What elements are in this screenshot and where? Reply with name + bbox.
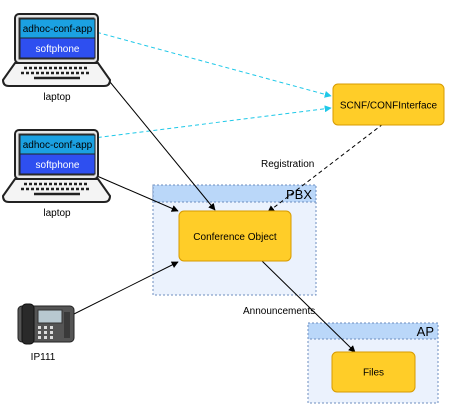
laptop-2: adhoc-conf-app softphone laptop [1,129,112,219]
app2-to-scnf-link [69,105,332,142]
conference-object-node[interactable]: Conference Object [178,210,292,262]
softphone1-to-conference-link [91,59,216,211]
ip111-caption: IP111 [31,352,56,363]
scnf-node[interactable]: SCNF/CONFInterface [332,83,445,126]
laptop-1: adhoc-conf-app softphone laptop [1,13,112,103]
desk-phone-icon [17,303,75,345]
softphone-label-2: softphone [36,160,80,171]
ap-container: AP [307,322,439,404]
softphone2-to-conference-link [96,175,179,212]
announcements-label: Announcements [243,306,315,317]
phone-to-conference-link [69,261,179,317]
softphone-label-1: softphone [36,44,80,55]
conference-to-files-link [261,260,356,353]
files-label: Files [363,368,384,379]
laptop-caption-1: laptop [43,92,71,103]
adhoc-conf-app-label-2: adhoc-conf-app [23,140,93,151]
registration-label: Registration [261,159,314,170]
files-node[interactable]: Files [331,351,416,393]
registration-link [267,123,384,213]
softphone-box-1[interactable] [19,37,96,59]
laptop-caption-2: laptop [43,208,71,219]
app1-to-scnf-link [69,24,332,98]
adhoc-conf-app-label-1: adhoc-conf-app [23,24,93,35]
ip-phone: IP111 [17,303,75,363]
conference-object-label: Conference Object [193,232,277,243]
ap-label: AP [417,324,434,339]
scnf-label: SCNF/CONFInterface [340,101,438,112]
softphone-box-2[interactable] [19,153,96,175]
pbx-label: PBX [286,187,312,202]
